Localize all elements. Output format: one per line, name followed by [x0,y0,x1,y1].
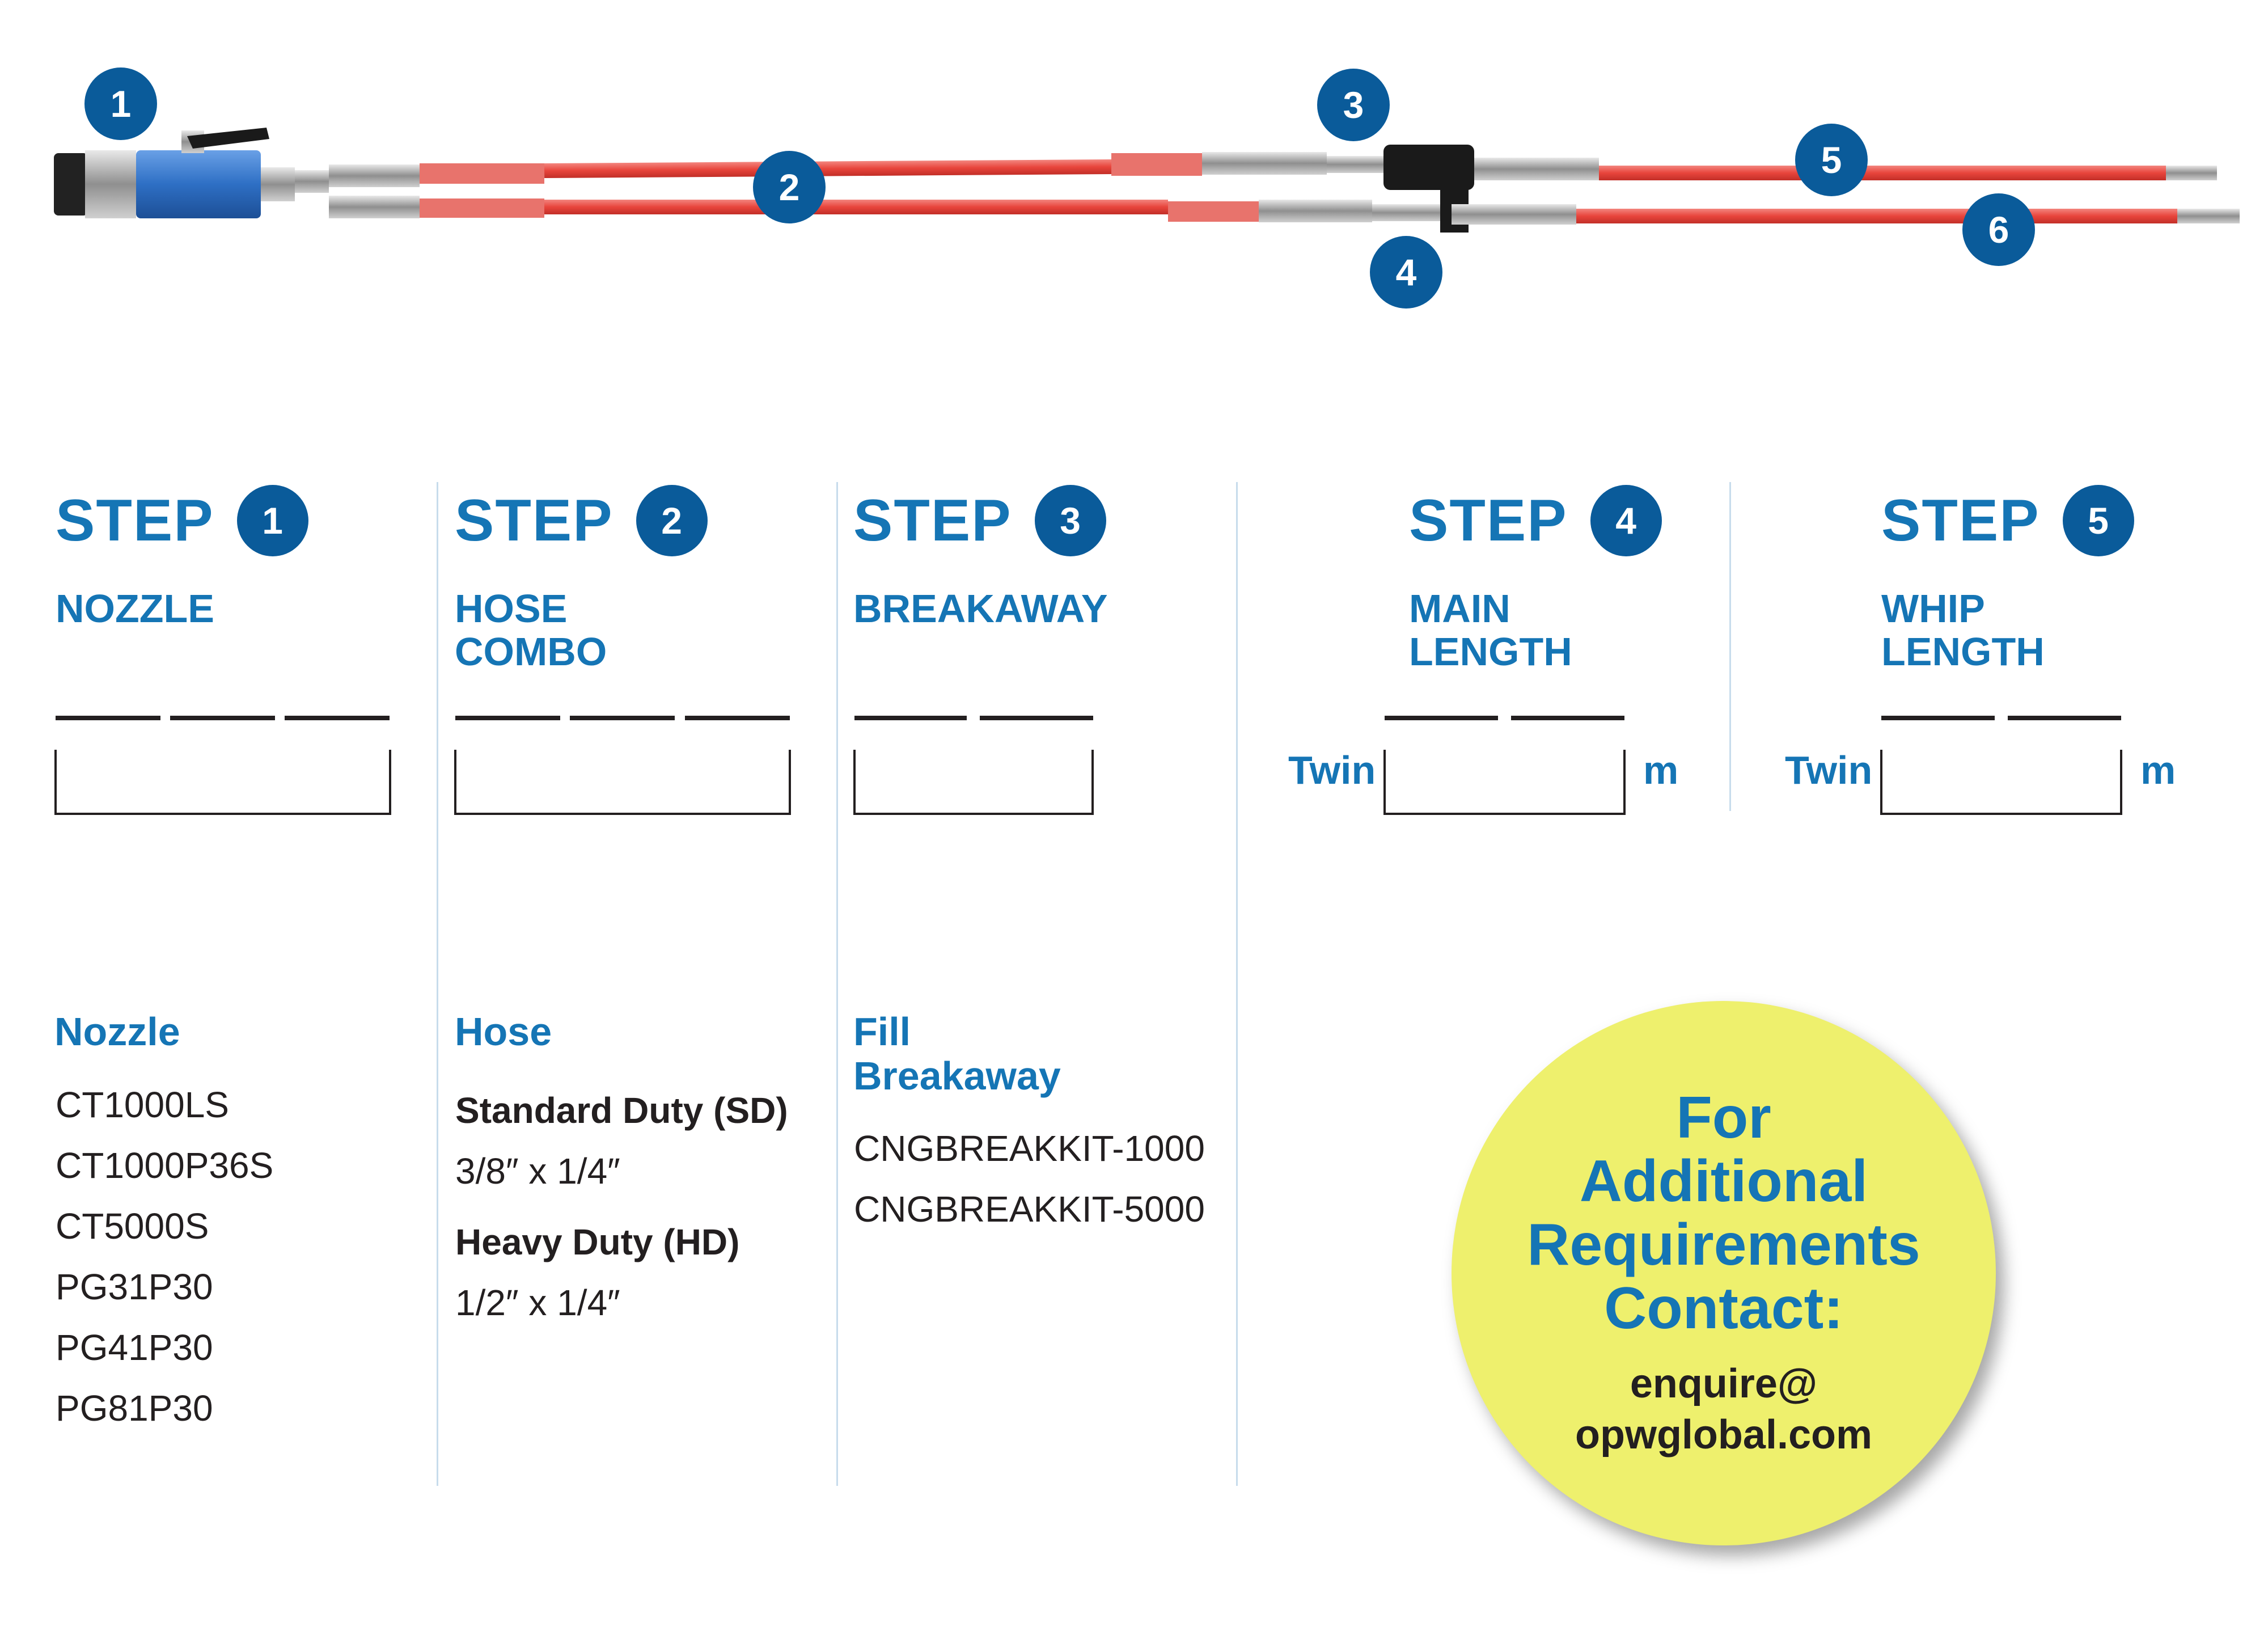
callout-number: 6 [1988,209,2009,251]
callout-number: 2 [779,166,800,208]
contact-email-link[interactable]: enquire@ opwglobal.com [1575,1361,1872,1458]
meters-unit-label: m [2140,748,2176,792]
callout-badge: 3 [1317,69,1390,141]
code-blank[interactable] [170,716,275,720]
hose-assembly-illustration: 1 2 3 4 5 6 [54,67,2240,309]
step-word: STEP [1881,487,2040,554]
step-number-badge: 4 [1590,485,1662,556]
step-number-badge: 5 [2062,485,2134,556]
nozzle-couplings [295,163,544,218]
code-blank[interactable] [980,716,1093,720]
step-4-label: MAIN LENGTH [1409,586,1572,674]
code-blank[interactable] [56,716,160,720]
meters-unit-label: m [1643,748,1679,792]
step-1-heading: STEP 1 [56,485,308,556]
code-blank[interactable] [854,716,967,720]
list-item: CT1000LS [56,1084,229,1125]
step-2-label: HOSE COMBO [455,586,607,674]
code-entry-box[interactable] [54,750,391,815]
callout-badge: 4 [1370,236,1442,309]
column-divider [1236,482,1238,1486]
callout-badge: 6 [1962,193,2035,266]
list-item: CT1000P36S [56,1145,274,1186]
breakaway-list-heading: Fill Breakaway [853,1009,1061,1098]
length-entry-box[interactable] [1383,750,1626,815]
hose-spec-list: Standard Duty (SD) 3/8″ x 1/4″ Heavy Dut… [455,1080,788,1344]
step-3-heading: STEP 3 [853,485,1106,556]
step-2-heading: STEP 2 [455,485,708,556]
code-blank[interactable] [1385,716,1498,720]
list-item: CT5000S [56,1206,209,1247]
code-blank[interactable] [1881,716,1995,720]
nozzle-list: CT1000LS CT1000P36S CT5000S PG31P30 PG41… [56,1075,273,1439]
step-number-badge: 3 [1034,485,1106,556]
step-1-label: NOZZLE [56,586,214,631]
breakaway-list: CNGBREAKKIT-1000 CNGBREAKKIT-5000 [854,1118,1205,1240]
step-word: STEP [455,487,613,554]
list-item: CNGBREAKKIT-5000 [854,1189,1205,1230]
hose-spec-value: 1/2″ x 1/4″ [455,1282,620,1323]
callout-badge: 2 [753,151,826,223]
nozzle-part [54,128,295,218]
code-blank[interactable] [285,716,390,720]
nozzle-list-heading: Nozzle [54,1009,180,1054]
hose-list-heading: Hose [455,1009,552,1054]
hose-spec-value: 3/8″ x 1/4″ [455,1151,620,1192]
twin-prefix-label: Twin [1785,748,1873,792]
step-word: STEP [56,487,214,554]
hose-spec-title: Heavy Duty (HD) [455,1222,740,1262]
step-3-label: BREAKAWAY [853,586,1108,631]
callout-number: 4 [1396,251,1417,293]
list-item: PG81P30 [56,1388,213,1429]
hose-spec-title: Standard Duty (SD) [455,1090,788,1131]
step-5-heading: STEP 5 [1881,485,2134,556]
code-blank[interactable] [570,716,675,720]
column-divider [437,482,438,1486]
code-blank[interactable] [2008,716,2121,720]
column-divider [836,482,838,1486]
step-number-badge: 2 [636,485,708,556]
code-blank[interactable] [1511,716,1624,720]
breakaway-part [1383,145,1599,233]
hose-end-fittings [2166,166,2240,223]
callout-number: 5 [1821,139,1842,181]
code-blank[interactable] [455,716,560,720]
step-word: STEP [1409,487,1568,554]
mid-couplings [1111,152,1452,222]
step-word: STEP [853,487,1012,554]
step-4-heading: STEP 4 [1409,485,1662,556]
length-entry-box[interactable] [1880,750,2122,815]
twin-prefix-label: Twin [1288,748,1376,792]
contact-heading: For Additional Requirements Contact: [1527,1085,1920,1341]
list-item: CNGBREAKKIT-1000 [854,1128,1205,1169]
lower-hose-line [544,200,2177,223]
upper-hose-line [544,159,2166,180]
callout-number: 1 [111,83,132,125]
callout-number: 3 [1343,84,1364,126]
step-5-label: WHIP LENGTH [1881,586,2045,674]
list-item: PG31P30 [56,1266,213,1307]
callout-badge: 1 [84,67,157,140]
code-entry-box[interactable] [454,750,791,815]
step-number-badge: 1 [236,485,308,556]
list-item: PG41P30 [56,1327,213,1368]
contact-bubble: For Additional Requirements Contact: enq… [1452,1001,1996,1545]
code-entry-box[interactable] [853,750,1094,815]
column-divider [1729,482,1731,811]
callout-badge: 5 [1795,124,1868,196]
code-blank[interactable] [685,716,790,720]
